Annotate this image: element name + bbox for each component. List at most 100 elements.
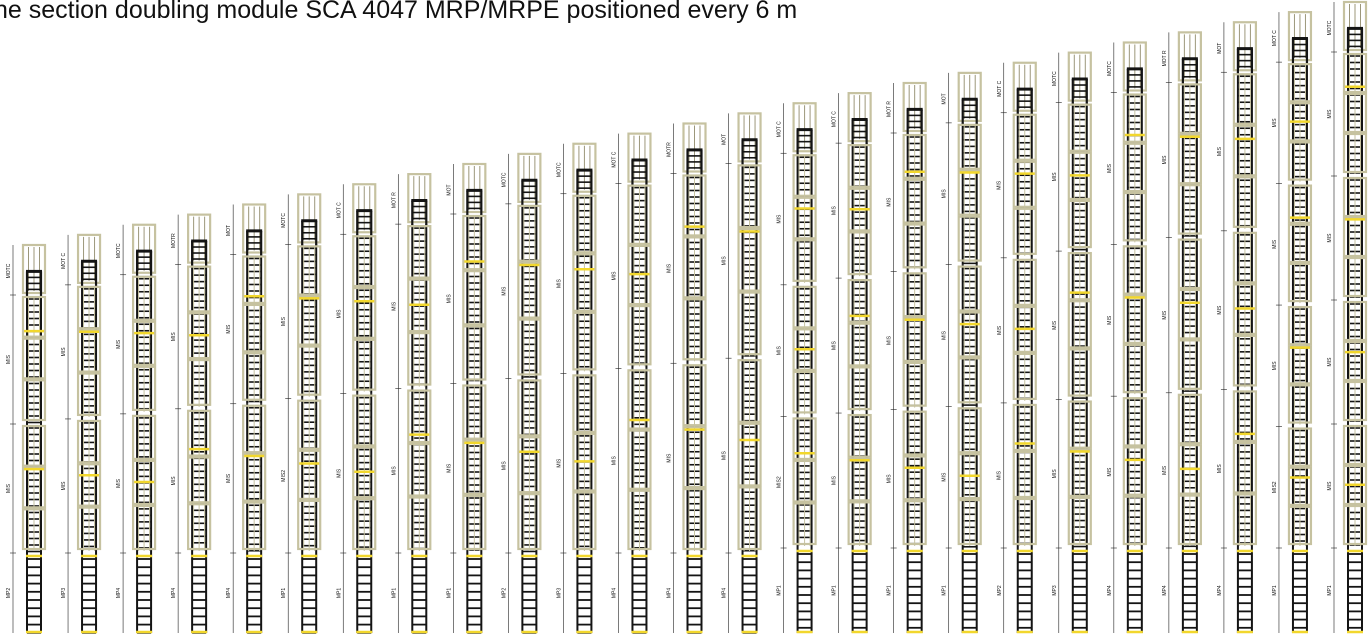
middle-module: MIS: [887, 271, 927, 410]
bottom-module: MP1: [777, 548, 813, 634]
bottom-module-label: MP4: [171, 588, 177, 599]
top-module-label: MOT: [942, 93, 948, 104]
middle-module: MIS: [391, 224, 432, 389]
middle-module-label: MIS: [61, 481, 67, 491]
bottom-module-label: MP3: [1052, 585, 1058, 596]
middle-module-label: MIS: [501, 286, 507, 296]
middle-module-label: MIS: [6, 483, 12, 493]
middle-module: MIS: [1272, 305, 1313, 427]
middle-module: MIS: [1327, 424, 1368, 549]
middle-module-label: MIS: [1272, 239, 1278, 249]
middle-module-label: MIS: [1217, 146, 1223, 156]
top-module-label: MOT R: [1162, 50, 1168, 66]
middle-module: MIS: [226, 403, 267, 554]
bottom-module-label: MP1: [446, 588, 452, 599]
middle-module-label: MIS: [501, 461, 507, 471]
middle-module-label: MIS: [1052, 469, 1058, 479]
middle-module-label: MIS: [1107, 163, 1113, 173]
bottom-module: MP4: [1162, 548, 1198, 634]
middle-module-label: MIS2: [1272, 481, 1278, 493]
middle-module: MIS: [667, 173, 707, 364]
top-module-label: MOT: [446, 184, 452, 195]
bottom-module: MP4: [611, 553, 648, 634]
middle-module: MIS: [1162, 392, 1202, 549]
middle-module: MIS: [997, 402, 1037, 549]
middle-module-label: MIS: [667, 263, 673, 273]
bottom-module-label: MP4: [1217, 585, 1223, 596]
middle-module-label: MIS: [116, 478, 122, 488]
middle-module-label: MIS: [556, 458, 562, 468]
middle-module: MIS: [446, 383, 487, 554]
middle-module: MIS: [1217, 72, 1258, 232]
bottom-module-label: MP1: [281, 588, 287, 599]
top-module-label: MOTC: [116, 243, 122, 258]
bottom-module: MP1: [336, 553, 373, 634]
bottom-module: MP4: [116, 553, 153, 634]
bottom-module-label: MP1: [336, 588, 342, 599]
middle-module-label: MIS: [832, 475, 838, 485]
middle-module: MIS: [116, 274, 157, 415]
bottom-module-label: MP4: [116, 588, 122, 599]
middle-module: MIS: [887, 409, 927, 549]
top-module-label: MOT R: [391, 192, 397, 208]
ladder-4: MOTR MIS MIS MP4: [171, 213, 212, 634]
middle-module: MIS: [1217, 389, 1258, 549]
middle-module-label: MIS: [336, 309, 342, 319]
bottom-module-label: MP1: [391, 588, 397, 599]
middle-module-label: MIS: [1327, 357, 1333, 367]
top-module-label: MOT C: [1272, 30, 1278, 46]
bottom-module: MP4: [722, 553, 758, 634]
middle-module: MIS: [611, 183, 652, 369]
bottom-module-label: MP1: [887, 585, 893, 596]
middle-module-label: MIS: [171, 332, 177, 342]
middle-module: MIS: [61, 418, 102, 554]
middle-module: MIS: [1162, 82, 1202, 238]
bottom-module-label: MP3: [61, 588, 67, 599]
middle-module-label: MIS: [1217, 305, 1223, 315]
top-module-label: MOTC: [1327, 20, 1333, 35]
middle-module: MIS: [1327, 52, 1368, 177]
middle-module: MIS: [501, 203, 542, 379]
middle-module-label: MIS: [1107, 315, 1113, 325]
middle-module: MIS: [1272, 62, 1313, 184]
top-module-label: MOTC: [1052, 71, 1058, 86]
top-module-label: MOT: [1217, 43, 1223, 54]
middle-module: MIS: [171, 264, 212, 410]
top-module-label: MOT C: [832, 111, 838, 127]
bottom-module: MP3: [1052, 548, 1088, 634]
bottom-module-label: MP4: [1107, 585, 1113, 596]
bottom-module: MP1: [832, 548, 868, 634]
middle-module-label: MIS: [171, 476, 177, 486]
top-module-label: MOTR: [171, 233, 177, 248]
ladder-23: MOT MIS MIS MIS MP4: [1217, 21, 1258, 634]
bottom-module: MP2: [6, 553, 42, 634]
bottom-module: MP3: [61, 553, 98, 634]
bottom-module: MP4: [1217, 548, 1253, 634]
middle-module-label: MIS: [391, 301, 397, 311]
top-module-label: MOT C: [336, 202, 342, 218]
bottom-module: MP2: [997, 548, 1033, 634]
middle-module-label: MIS: [777, 346, 783, 356]
middle-module: MIS: [61, 284, 102, 420]
middle-module-label: MIS: [1107, 467, 1113, 477]
middle-module: MIS: [887, 133, 927, 272]
middle-module: MIS: [6, 295, 47, 425]
ladder-3: MOTC MIS MIS MP4: [116, 223, 157, 634]
bottom-module-label: MP1: [832, 585, 838, 596]
middle-module-label: MIS: [1052, 320, 1058, 330]
middle-module: MIS: [997, 257, 1037, 404]
bottom-module-label: MP2: [997, 585, 1003, 596]
middle-module-label: MIS: [61, 347, 67, 357]
